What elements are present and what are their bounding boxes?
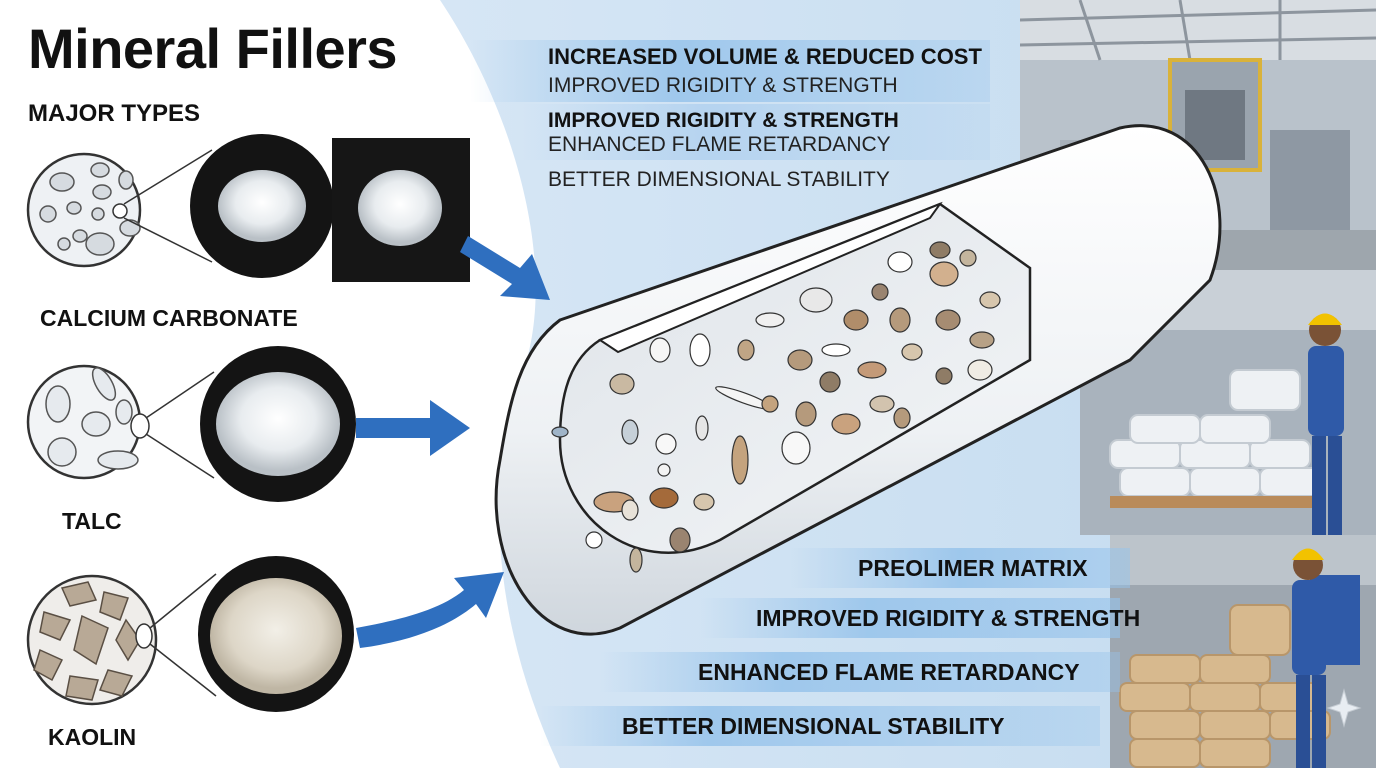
bottom-band-4 bbox=[540, 706, 1100, 746]
benefit-rigidity-strength-bottom: IMPROVED RIGIDITY & STRENGTH bbox=[756, 605, 1141, 631]
benefit-flame-retardancy: ENHANCED FLAME RETARDANCY bbox=[548, 133, 891, 156]
benefit-rigidity-strength-bold: IMPROVED RIGIDITY & STRENGTH bbox=[548, 109, 899, 132]
top-band-2 bbox=[520, 104, 990, 160]
worker-photo-2 bbox=[1110, 535, 1376, 768]
filler-label-talc: TALC bbox=[62, 508, 122, 534]
section-subtitle: MAJOR TYPES bbox=[28, 100, 201, 127]
benefit-rigidity-strength: IMPROVED RIGIDITY & STRENGTH bbox=[548, 74, 898, 97]
bottom-band-2 bbox=[700, 598, 1120, 638]
kaolin-graphic bbox=[26, 556, 354, 712]
arrows bbox=[356, 236, 550, 648]
filler-label-calcium-carbonate: CALCIUM CARBONATE bbox=[40, 305, 298, 331]
benefit-polymer-matrix: PREOLIMER MATRIX bbox=[858, 555, 1088, 581]
filler-illustrations bbox=[26, 134, 550, 712]
benefit-flame-retardancy-bottom: ENHANCED FLAME RETARDANCY bbox=[698, 659, 1080, 685]
calcium-carbonate-graphic bbox=[26, 134, 470, 282]
talc-graphic bbox=[26, 346, 356, 502]
page-title: Mineral Fillers bbox=[28, 17, 398, 80]
bottom-band-3 bbox=[600, 652, 1120, 692]
benefit-dimensional-stability-bottom: BETTER DIMENSIONAL STABILITY bbox=[622, 713, 1005, 739]
bottom-band-1 bbox=[790, 548, 1130, 588]
top-band-1 bbox=[470, 40, 990, 102]
filler-label-kaolin: KAOLIN bbox=[48, 724, 137, 750]
benefit-dimensional-stability: BETTER DIMENSIONAL STABILITY bbox=[548, 168, 890, 191]
benefit-volume-cost: INCREASED VOLUME & REDUCED COST bbox=[548, 44, 982, 69]
